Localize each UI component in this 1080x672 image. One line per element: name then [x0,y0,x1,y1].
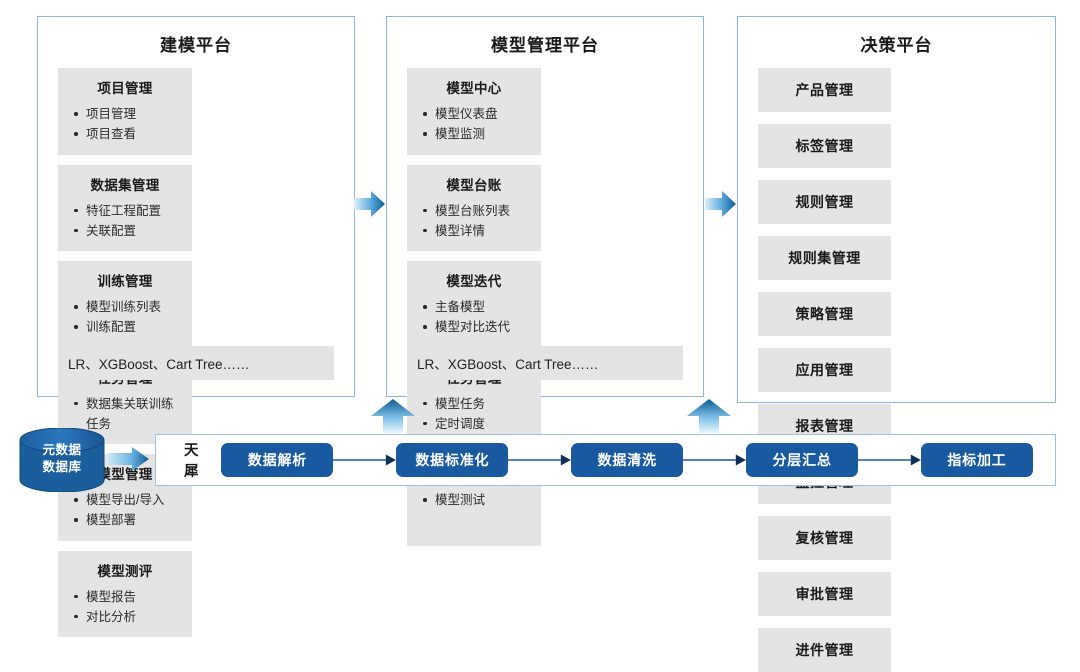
card-dataset-management[interactable]: 数据集管理 特征工程配置 关联配置 [58,164,192,251]
list-item[interactable]: 主备模型 [421,297,533,317]
panel-title-modeling: 建模平台 [160,36,232,55]
card-item-list: 模型仪表盘 模型监测 [413,104,535,145]
tile-application-management[interactable]: 应用管理 [758,348,891,392]
panel-decision-platform: 决策平台 产品管理 标签管理 规则管理 规则集管理 策略管理 应用管理 报表管理… [737,16,1056,672]
database-cylinder-icon [18,428,106,492]
list-item[interactable]: 项目管理 [72,104,184,124]
card-title: 训练管理 [97,274,153,289]
pipeline-step-data-standardization[interactable]: 数据标准化 [396,443,509,477]
tile-strategy-management[interactable]: 策略管理 [758,292,891,336]
pipeline-label: 天犀 [184,443,200,480]
algorithm-strip-model-management: LR、XGBoost、Cart Tree…… [407,346,683,380]
arrow-right-icon [354,188,386,220]
card-item-list: 模型测试 [413,490,535,510]
data-pipeline-bar: 天犀 数据解析 数据标准化 数据清洗 分层汇总 [155,434,1056,486]
card-item-list: 模型报告 对比分析 [64,587,186,628]
panel-title-model-management: 模型管理平台 [491,36,599,55]
list-item[interactable]: 模型对比迭代 [421,317,533,337]
card-model-ledger[interactable]: 模型台账 模型台账列表 模型详情 [407,164,541,251]
card-title: 项目管理 [97,81,153,96]
card-model-center[interactable]: 模型中心 模型仪表盘 模型监测 [407,68,541,155]
pipeline-step-data-parse[interactable]: 数据解析 [221,443,334,477]
arrow-up-icon [686,399,732,433]
list-item[interactable]: 对比分析 [72,607,184,627]
card-item-list: 主备模型 模型对比迭代 [413,297,535,338]
list-item[interactable]: 模型仪表盘 [421,104,533,124]
list-item[interactable]: 数据集关联训练任务 [72,394,184,435]
list-item[interactable]: 模型报告 [72,587,184,607]
card-item-list: 特征工程配置 关联配置 [64,201,186,242]
diagram-canvas: 建模平台 项目管理 项目管理 项目查看 数据集管理 特征工程配置 关联配置 训练… [18,16,1056,672]
list-item[interactable]: 项目查看 [72,124,184,144]
list-item[interactable]: 模型详情 [421,221,533,241]
card-item-list: 项目管理 项目查看 [64,104,186,145]
tile-approval-management[interactable]: 审批管理 [758,572,891,616]
list-item[interactable]: 定时调度 [421,414,533,434]
card-model-evaluation[interactable]: 模型测评 模型报告 对比分析 [58,550,192,637]
card-title: 模型台账 [446,177,502,193]
panel-model-management-platform: 模型管理平台 模型中心 模型仪表盘 模型监测 模型台账 模型台账列表 模型详情 … [386,16,704,546]
arrow-up-icon [370,399,416,433]
list-item[interactable]: 模型训练列表 [72,297,184,317]
tile-label-management[interactable]: 标签管理 [758,124,891,168]
list-item[interactable]: 模型台账列表 [421,201,533,221]
arrow-right-icon [108,446,150,472]
card-title: 数据集管理 [90,177,160,193]
tile-grid-decision: 产品管理 标签管理 规则管理 规则集管理 策略管理 应用管理 报表管理 监控管理… [738,68,1055,672]
pipeline-step-data-cleaning[interactable]: 数据清洗 [571,443,684,477]
card-project-management[interactable]: 项目管理 项目管理 项目查看 [58,68,192,155]
pipeline-connector-arrow-icon [683,454,747,466]
tile-product-management[interactable]: 产品管理 [758,68,891,112]
list-item[interactable]: 模型部署 [72,510,184,530]
tile-intake-management[interactable]: 进件管理 [758,628,891,672]
tile-review-management[interactable]: 复核管理 [758,516,891,560]
card-training-management[interactable]: 训练管理 模型训练列表 训练配置 [58,261,192,348]
tile-ruleset-management[interactable]: 规则集管理 [758,236,891,280]
card-title: 模型测评 [97,563,153,579]
card-item-list: 模型台账列表 模型详情 [413,201,535,242]
list-item[interactable]: 模型测试 [421,490,533,510]
algorithm-strip-modeling: LR、XGBoost、Cart Tree…… [58,346,334,380]
card-item-list: 模型导出/导入 模型部署 [64,490,186,531]
panel-title-decision: 决策平台 [860,36,933,55]
card-item-list: 数据集关联训练任务 [64,394,186,435]
list-item[interactable]: 模型监测 [421,124,533,144]
list-item[interactable]: 模型导出/导入 [72,490,184,510]
arrow-right-icon [705,188,737,220]
card-item-list: 模型训练列表 训练配置 [64,297,186,338]
card-title: 模型管理 [97,467,153,482]
pipeline-step-metric-processing[interactable]: 指标加工 [920,443,1033,477]
list-item[interactable]: 特征工程配置 [72,201,184,221]
card-title: 模型中心 [446,81,502,96]
list-item[interactable]: 训练配置 [72,317,184,337]
pipeline-step-layered-aggregation[interactable]: 分层汇总 [746,443,859,477]
pipeline-connector-arrow-icon [858,454,921,466]
card-model-iteration[interactable]: 模型迭代 主备模型 模型对比迭代 [407,261,541,348]
panel-modeling-platform: 建模平台 项目管理 项目管理 项目查看 数据集管理 特征工程配置 关联配置 训练… [37,16,355,637]
card-title: 模型迭代 [446,274,502,289]
pipeline-connector-arrow-icon [333,454,397,466]
card-item-list: 模型任务 定时调度 [413,394,535,435]
list-item[interactable]: 模型任务 [421,394,533,414]
list-item[interactable]: 关联配置 [72,221,184,241]
pipeline-connector-arrow-icon [508,454,572,466]
tile-rule-management[interactable]: 规则管理 [758,180,891,224]
